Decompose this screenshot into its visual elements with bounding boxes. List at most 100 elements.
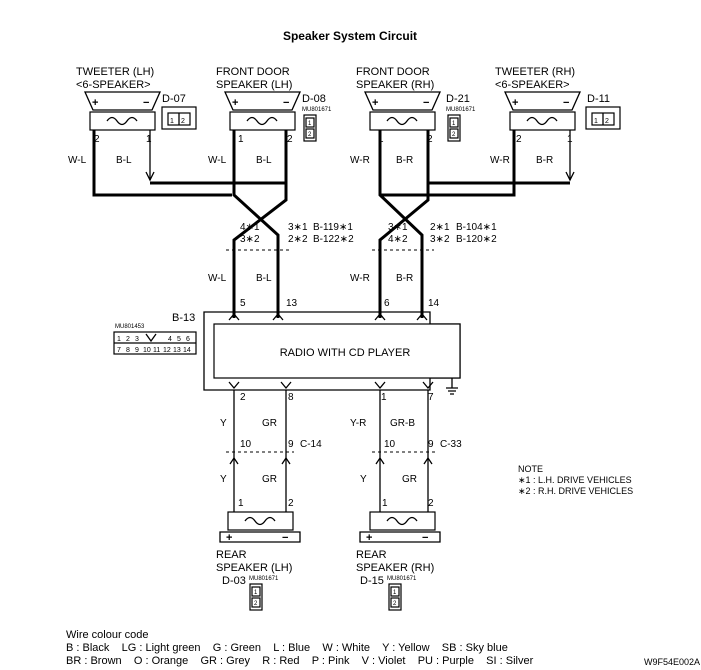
note: NOTE ∗1 : L.H. DRIVE VEHICLES ∗2 : R.H. …	[518, 464, 633, 496]
rear-speaker-rh: 1 2 + − REAR SPEAKER (RH) D-15 MU801671 …	[356, 498, 441, 611]
junction-right-a: 3∗1	[388, 222, 408, 233]
legend-line-1: B : Black LG : Light green G : Green L :…	[66, 642, 508, 654]
tweeter-lh-label-2: <6-SPEAKER>	[76, 79, 151, 91]
wire-label: W-R	[350, 273, 370, 284]
junction-right-conn1: B-104∗1	[456, 222, 497, 233]
front-rh-part: MU801671	[446, 107, 476, 113]
b13-cell: 9	[135, 347, 139, 354]
speaker-coil-icon	[526, 116, 558, 126]
front-rh-body	[369, 111, 436, 131]
wire-tweeter-lh-plus	[92, 130, 232, 197]
arrow-icon	[565, 171, 575, 182]
front-lh-symbol	[223, 91, 302, 111]
radio-label: RADIO WITH CD PLAYER	[280, 347, 411, 359]
junction-left-b: 3∗2	[240, 234, 260, 245]
d08-pin-1: 1	[308, 121, 312, 127]
d15-pin-2: 2	[393, 601, 397, 607]
speaker-coil-icon	[246, 116, 278, 126]
d21-pin-2: 2	[452, 132, 456, 138]
d21-pin-1-box	[449, 117, 459, 128]
radio-pin: 1	[381, 392, 387, 403]
tweeter-lh-symbol	[83, 91, 162, 111]
arrow-icon	[145, 171, 155, 182]
wire-tweeter-rh-plus	[380, 130, 516, 197]
front-lh-label-2: SPEAKER (LH)	[216, 79, 292, 91]
d07-pin-2: 2	[181, 118, 185, 125]
wire-label: W-R	[350, 155, 370, 166]
junction-right-conn2: B-120∗2	[456, 234, 497, 245]
b13-cell: 5	[177, 336, 181, 343]
wire-front-rh-plus	[378, 130, 424, 318]
radio-pin: 2	[240, 392, 246, 403]
radio-pin: 14	[428, 298, 440, 309]
front-door-rh: FRONT DOOR SPEAKER (RH) + − 1 2 D-21 MU8…	[356, 66, 476, 145]
d03-pin-2-box	[251, 597, 261, 608]
rear-rh-plus: +	[366, 532, 372, 544]
front-lh-minus: −	[283, 97, 289, 109]
front-rh-symbol	[363, 91, 442, 111]
d08-pin-2-box	[305, 128, 315, 139]
radio-unit: B-13 RADIO WITH CD PLAYER MU801453 1 2 3…	[113, 311, 461, 395]
front-rh-label-1: FRONT DOOR	[356, 66, 430, 78]
tweeter-rh-minus: −	[563, 97, 569, 109]
d21-pin-1: 1	[452, 121, 456, 127]
b13-cell: 13	[173, 347, 181, 354]
legend-heading: Wire colour code	[66, 629, 149, 641]
rear-left-pin: 10	[240, 439, 252, 450]
note-heading: NOTE	[518, 464, 543, 474]
d11-pin-2: 2	[605, 118, 609, 125]
terminal-arrow-icons	[229, 456, 433, 465]
tweeter-rh-body	[509, 111, 576, 131]
speaker-coil-icon	[106, 116, 138, 126]
wire-label: W-L	[208, 273, 227, 284]
rear-rh-pin-a: 1	[382, 498, 388, 509]
d21-pin-2-box	[449, 128, 459, 139]
rear-lh-pin-a: 1	[238, 498, 244, 509]
rear-lh-label-1: REAR	[216, 549, 247, 561]
d15-pin-2-box	[390, 597, 400, 608]
radio-pin: 7	[428, 392, 434, 403]
rear-rh-body	[369, 511, 436, 531]
d07-pin-1: 1	[170, 118, 174, 125]
front-rh-label-2: SPEAKER (RH)	[356, 79, 434, 91]
wire-label: Y	[220, 418, 227, 429]
rear-lh-symbol	[219, 531, 301, 543]
rear-speaker-lh: 1 2 + − REAR SPEAKER (LH) D-03 MU801671 …	[216, 498, 301, 611]
front-lh-body	[229, 111, 296, 131]
b13-cell: 1	[117, 336, 121, 343]
rear-rh-symbol	[359, 531, 441, 543]
tweeter-lh-pin-a: 2	[94, 134, 100, 145]
rear-rh-pin-b: 2	[428, 498, 434, 509]
d03-pin-1-box	[251, 586, 261, 597]
b13-cell: 8	[126, 347, 130, 354]
tweeter-rh-pin-a: 2	[516, 134, 522, 145]
d15-pin-1: 1	[393, 590, 397, 596]
wire-label: B-L	[256, 273, 272, 284]
front-rh-plus: +	[372, 97, 378, 109]
rear-left-connector: C-14	[300, 439, 322, 450]
rear-right-pin: 10	[384, 439, 396, 450]
wire-label: W-R	[490, 155, 510, 166]
junction-left-conn2: B-122∗2	[313, 234, 354, 245]
wire-front-lh-plus	[232, 130, 280, 318]
wire-label: B-R	[536, 155, 553, 166]
wire-label: GR	[262, 474, 277, 485]
radio-part: MU801453	[115, 324, 145, 330]
wire-front-lh-minus	[232, 183, 288, 318]
terminal-arrow-icons	[228, 312, 428, 321]
tweeter-rh: TWEETER (RH) <6-SPEAKER> + − 2 1 D-11 1 …	[495, 66, 621, 145]
rear-rh-label-2: SPEAKER (RH)	[356, 562, 434, 574]
note-line-2: ∗2 : R.H. DRIVE VEHICLES	[518, 486, 633, 496]
rear-right-pin: 9	[428, 439, 434, 450]
wire-label: W-L	[208, 155, 227, 166]
b13-cell: 11	[153, 347, 160, 354]
front-lh-pin-a: 1	[238, 134, 244, 145]
d15-pin-1-box	[390, 586, 400, 597]
rear-lh-plus: +	[226, 532, 232, 544]
front-lh-connector: D-08	[302, 93, 326, 105]
rear-lh-part: MU801671	[249, 576, 279, 582]
junction-left-c: 3∗1	[288, 222, 308, 233]
wire-label: W-L	[68, 155, 87, 166]
tweeter-rh-label-2: <6-SPEAKER>	[495, 79, 570, 91]
junction-right-c: 2∗1	[430, 222, 450, 233]
